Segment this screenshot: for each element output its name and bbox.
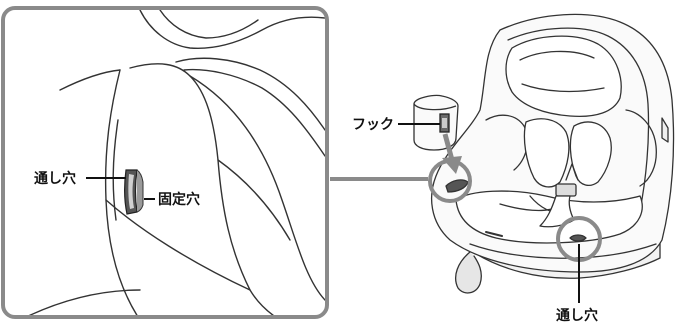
seat-upper-outline bbox=[139, 10, 325, 50]
hook-label: フック bbox=[352, 117, 394, 133]
bottom-hole bbox=[569, 234, 587, 242]
detail-callout bbox=[1, 6, 329, 319]
shoulder-pad-left bbox=[523, 118, 570, 188]
wing-outline bbox=[175, 57, 325, 131]
callout-frame bbox=[1, 6, 329, 319]
callout-circle-side bbox=[428, 159, 472, 203]
hook-illustration bbox=[413, 94, 459, 151]
headrest bbox=[505, 35, 622, 118]
seat-leg bbox=[455, 251, 482, 294]
through-hole-label-bottom: 通し穴 bbox=[556, 308, 598, 324]
fixing-hole-label: 固定穴 bbox=[158, 192, 200, 208]
shoulder-pad-right bbox=[569, 121, 612, 187]
headrest-edge bbox=[159, 10, 259, 39]
buckle bbox=[555, 183, 577, 197]
through-hole-label-left: 通し穴 bbox=[34, 171, 76, 187]
through-hole-detail bbox=[124, 169, 144, 215]
car-seat bbox=[430, 13, 675, 294]
